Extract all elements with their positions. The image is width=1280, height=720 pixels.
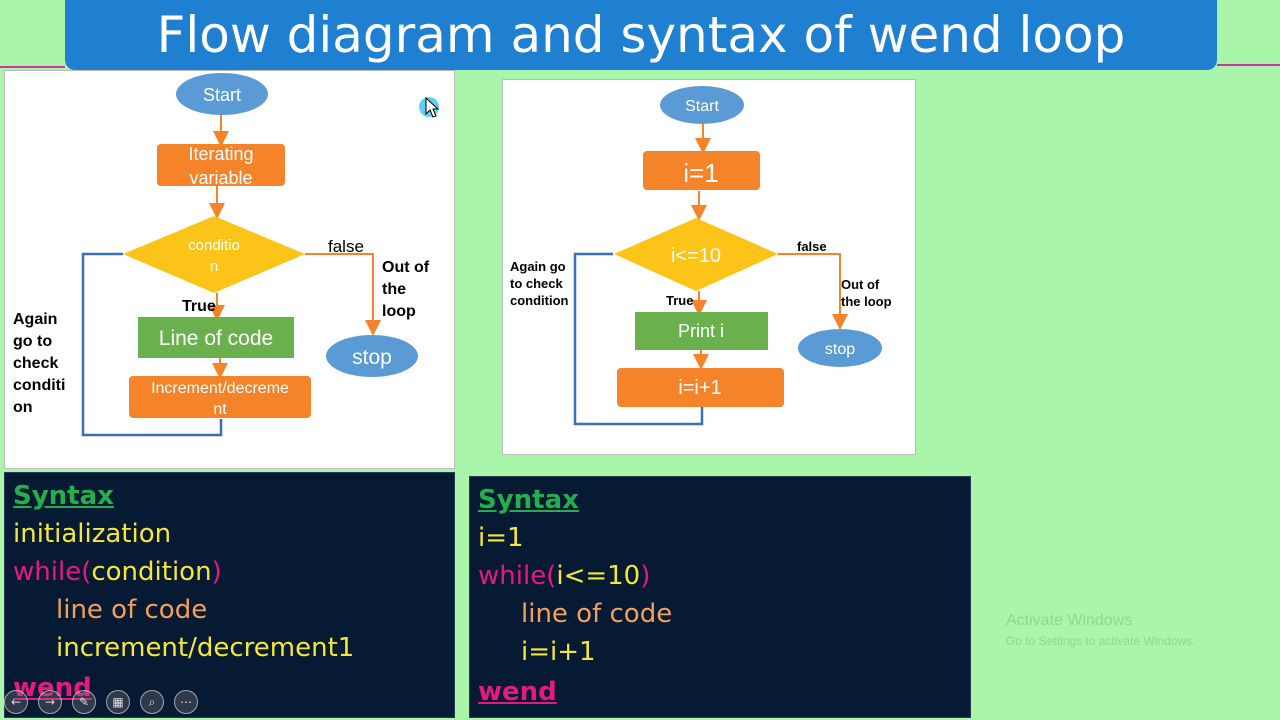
stop-label: stop (825, 341, 855, 358)
increment-box (617, 368, 784, 407)
condition-label-1: conditio (188, 237, 240, 254)
syntax-while-line: while(condition) (13, 557, 222, 587)
syntax-while-line: while(i<=10) (478, 561, 650, 591)
syntax-body-line-2: increment/decrement1 (56, 633, 355, 663)
mouse-cursor-icon (419, 96, 440, 118)
again-check-label: Again go to check conditi on (13, 311, 66, 416)
false-label: false (328, 237, 364, 256)
print-box (635, 312, 768, 350)
while-condition: condition (91, 557, 212, 587)
again-check-label: Again go to check condition (510, 259, 569, 308)
left-flow-diagram: Start Iterating variable conditio n Line… (4, 70, 455, 469)
arrow-false-to-stop (778, 253, 848, 330)
out-of-loop-label: Out of the loop (841, 277, 892, 309)
start-label: Start (685, 98, 719, 115)
stop-oval (798, 329, 882, 367)
line-of-code-label: Line of code (159, 327, 273, 350)
syntax-heading: Syntax (13, 481, 114, 511)
init-label: i=1 (683, 158, 718, 188)
stop-oval (326, 335, 418, 377)
condition-label: i<=10 (671, 245, 721, 267)
decorative-line-left (0, 66, 65, 68)
print-label: Print i (678, 321, 724, 341)
previous-icon[interactable]: ← (4, 690, 28, 714)
slides-icon[interactable]: ▦ (106, 690, 130, 714)
next-icon[interactable]: → (38, 690, 62, 714)
pen-icon[interactable]: ✎ (72, 690, 96, 714)
stop-label: stop (352, 346, 392, 369)
out-of-loop-label: Out of the loop (382, 259, 430, 320)
activate-windows-subtitle: Go to Settings to activate Windows. (1006, 634, 1196, 648)
increment-label: i=i+1 (678, 377, 721, 399)
increment-label-1: Increment/decreme (151, 380, 289, 397)
iterating-label-2: variable (189, 168, 252, 188)
right-syntax-box: Syntax i=1 while(i<=10) line of code i=i… (469, 476, 971, 718)
iterating-label-1: Iterating (188, 144, 253, 164)
iterating-box (157, 144, 285, 186)
zoom-icon[interactable]: ⌕ (140, 690, 164, 714)
condition-diamond (123, 216, 305, 293)
decorative-line-right (1217, 64, 1280, 66)
slide-title: Flow diagram and syntax of wend loop (65, 0, 1217, 70)
presentation-toolbar: ← → ✎ ▦ ⌕ ⋯ (4, 690, 198, 714)
left-flow-svg: Start Iterating variable conditio n Line… (81, 73, 440, 437)
start-oval (660, 86, 744, 124)
true-label: True (666, 293, 693, 308)
right-flow-svg: Start i=1 i<=10 Print i i=i+1 stop false… (573, 86, 882, 426)
arrow-false-to-stop (305, 253, 381, 336)
false-label: false (797, 239, 827, 254)
while-condition: i<=10 (556, 561, 641, 591)
while-keyword: while( (478, 561, 557, 591)
right-flow-diagram: Start i=1 i<=10 Print i i=i+1 stop false… (502, 79, 916, 455)
condition-diamond (614, 218, 778, 291)
while-keyword: while( (13, 557, 92, 587)
init-box (643, 151, 760, 190)
condition-label-2: n (210, 258, 218, 275)
more-icon[interactable]: ⋯ (174, 690, 198, 714)
start-label: Start (203, 85, 241, 105)
left-syntax-box: Syntax initialization while(condition) l… (4, 472, 455, 718)
loop-back-line (573, 252, 704, 426)
start-oval (176, 73, 268, 115)
while-close: ) (211, 557, 222, 587)
syntax-init-line: initialization (13, 519, 172, 549)
syntax-body-line-1: line of code (56, 595, 208, 625)
line-of-code-box (138, 317, 294, 358)
increment-box (129, 376, 311, 418)
syntax-heading: Syntax (478, 485, 579, 515)
syntax-wend-line: wend (478, 677, 557, 707)
syntax-body-line-1: line of code (521, 599, 673, 629)
syntax-body-line-2: i=i+1 (521, 637, 596, 667)
true-label: True (182, 298, 216, 315)
syntax-init-line: i=1 (478, 523, 524, 553)
loop-back-line (81, 252, 223, 437)
activate-windows-title: Activate Windows (1006, 612, 1133, 629)
while-close: ) (640, 561, 651, 591)
increment-label-2: nt (213, 401, 227, 418)
